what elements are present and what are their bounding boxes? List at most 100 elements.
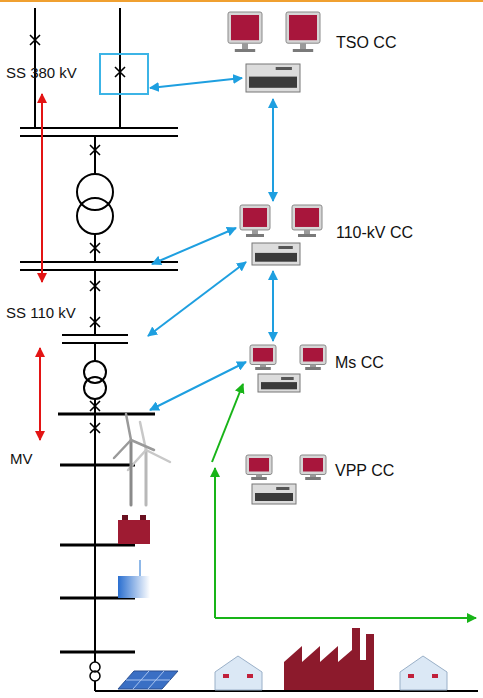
server-front — [249, 77, 297, 88]
wire — [94, 343, 96, 361]
house-icon — [215, 656, 262, 690]
server-case — [258, 374, 300, 392]
monitor-base — [305, 367, 321, 370]
breaker-symbol — [115, 67, 125, 77]
aggregation-arrow — [215, 617, 476, 619]
monitor-icon — [240, 205, 270, 237]
monitor-icon — [228, 12, 262, 52]
monitor-frame — [228, 12, 262, 43]
transformer-winding — [77, 174, 113, 210]
communication-arrow — [150, 78, 242, 88]
monitor-icon — [246, 455, 272, 480]
wind-turbines — [114, 414, 170, 505]
storage-body — [118, 576, 150, 598]
monitor-screen — [303, 348, 323, 362]
branch-bar — [60, 464, 135, 467]
communication-arrow — [148, 262, 246, 336]
communication-arrow — [150, 362, 246, 410]
transformer-winding — [77, 198, 113, 234]
aggregation-arrow — [214, 468, 216, 618]
grid-level-label: SS 110 kV — [6, 304, 76, 322]
server-slot — [276, 487, 289, 490]
control-center: TSO CC — [224, 8, 403, 98]
storage-icon — [118, 560, 150, 598]
monitor-base — [251, 477, 267, 480]
server-slot — [276, 67, 292, 70]
storage-stack — [139, 560, 141, 576]
monitor-frame — [292, 205, 322, 230]
monitor-screen — [289, 15, 317, 40]
busbar — [58, 413, 155, 416]
feeder-line — [94, 414, 96, 662]
window — [408, 674, 414, 678]
monitor-frame — [240, 205, 270, 230]
solar-panel — [118, 671, 178, 689]
server-case — [246, 64, 300, 92]
monitor-screen — [253, 348, 273, 362]
monitor-screen — [295, 208, 319, 227]
monitor-icon — [250, 345, 276, 370]
battery-body — [118, 520, 150, 544]
feeder-line — [119, 8, 121, 128]
control-center: Ms CC — [246, 342, 390, 398]
monitor-base — [293, 49, 313, 52]
monitor-frame — [286, 12, 320, 43]
monitor-icon — [292, 205, 322, 237]
monitor-screen — [231, 15, 259, 40]
turbine-mast — [130, 440, 133, 505]
transformer-winding — [90, 671, 100, 681]
turbine-mast — [145, 450, 148, 505]
window — [223, 674, 229, 678]
monitor-frame — [300, 455, 326, 475]
server-icon — [252, 484, 296, 504]
monitor-icon — [300, 345, 326, 370]
monitor-screen — [243, 208, 267, 227]
control-center-icons — [228, 12, 326, 504]
monitor-base — [235, 49, 255, 52]
breaker-symbol — [90, 401, 100, 411]
monitor-stand — [300, 43, 306, 50]
control-center: 110-kV CC — [236, 202, 420, 270]
breaker-symbol — [90, 145, 100, 155]
voltage-range-arrow — [41, 94, 43, 282]
monitor-screen — [249, 458, 269, 472]
monitor-frame — [300, 345, 326, 365]
server-case — [252, 484, 296, 504]
window — [247, 674, 253, 678]
server-icon — [246, 64, 300, 92]
branch-bar — [60, 651, 135, 654]
turbine-blades — [128, 422, 170, 470]
monitor-base — [305, 477, 321, 480]
battery-icon — [118, 515, 150, 544]
monitor-base — [255, 367, 271, 370]
aggregation-arrow — [212, 384, 243, 462]
server-slot — [278, 246, 292, 249]
breaker-symbol — [90, 317, 100, 327]
wire — [94, 136, 96, 174]
busbar — [20, 135, 178, 137]
highlight-box — [100, 54, 148, 94]
factory-body — [284, 628, 374, 690]
breaker-symbol — [90, 423, 100, 433]
control-center-label: VPP CC — [335, 462, 394, 480]
monitor-icon — [286, 12, 320, 52]
communication-link — [272, 99, 274, 201]
battery-terminal — [140, 515, 146, 520]
control-center-label: TSO CC — [336, 34, 396, 52]
house-body — [400, 656, 447, 690]
control-center: VPP CC — [240, 452, 401, 508]
breaker-symbol — [90, 243, 100, 253]
busbar — [20, 269, 178, 271]
wire — [94, 270, 96, 335]
panel-body — [118, 671, 178, 689]
monitor-frame — [246, 455, 272, 475]
grid-level-label: SS 380 kV — [6, 64, 77, 82]
monitor-base — [246, 234, 264, 237]
communication-link — [272, 271, 274, 341]
communication-arrow — [152, 228, 236, 264]
control-center-label: Ms CC — [335, 354, 384, 372]
server-icon — [258, 374, 300, 392]
